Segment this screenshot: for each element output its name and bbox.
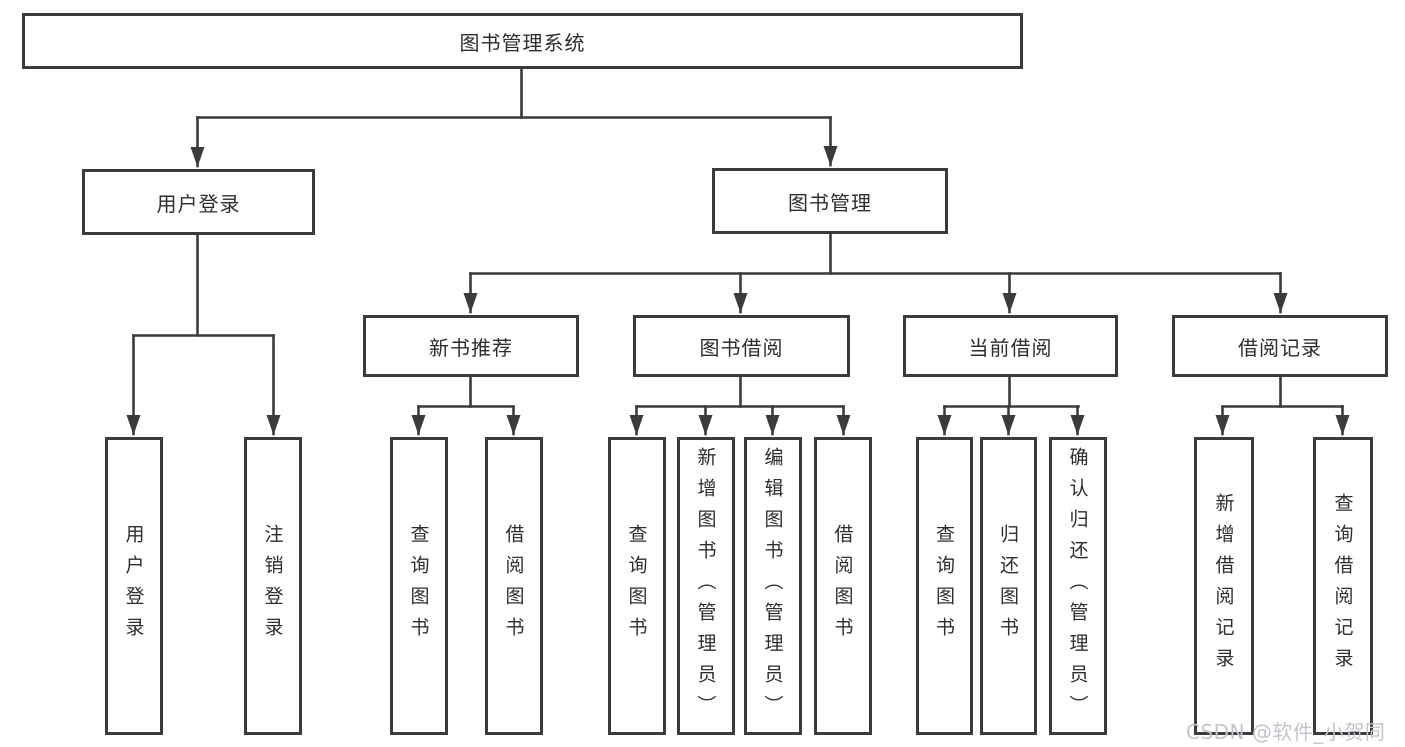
leaf-query-books-recommend: 查询图书 (390, 437, 448, 735)
node-label: 确认归还（管理员） (1066, 446, 1089, 726)
leaf-add-borrow-record: 新增借阅记录 (1194, 437, 1254, 735)
node-label: 借阅图书 (831, 524, 854, 648)
leaf-edit-books-admin: 编辑图书（管理员） (744, 437, 802, 735)
node-label: 借阅记录 (1238, 335, 1322, 360)
node-borrowing-records: 借阅记录 (1172, 315, 1388, 377)
node-label: 查询图书 (933, 524, 955, 648)
node-book-borrowing: 图书借阅 (633, 315, 850, 377)
leaf-query-books-current: 查询图书 (916, 437, 973, 735)
node-label: 用户登录 (156, 191, 241, 216)
node-label: 图书管理系统 (459, 30, 586, 55)
node-label: 新增图书（管理员） (694, 446, 717, 726)
node-new-book-recommendation: 新书推荐 (363, 315, 579, 377)
leaf-query-borrow-record: 查询借阅记录 (1313, 437, 1373, 735)
leaf-borrow-books: 借阅图书 (814, 437, 872, 735)
node-label: 当前借阅 (968, 335, 1053, 360)
node-label: 查询图书 (407, 524, 430, 648)
node-label: 归还图书 (997, 524, 1019, 648)
node-label: 新增借阅记录 (1212, 493, 1235, 679)
leaf-borrow-books-recommend: 借阅图书 (485, 437, 543, 735)
node-current-borrowing: 当前借阅 (903, 315, 1118, 377)
leaf-confirm-return-admin: 确认归还（管理员） (1049, 437, 1107, 735)
node-label: 用户登录 (122, 524, 145, 648)
node-label: 图书借阅 (699, 335, 784, 360)
csdn-watermark: CSDN @软件_小贺同学 (1186, 720, 1386, 744)
node-label: 借阅图书 (502, 524, 525, 648)
leaf-return-books: 归还图书 (980, 437, 1037, 735)
node-label: 编辑图书（管理员） (761, 446, 784, 726)
leaf-logout: 注销登录 (244, 437, 302, 735)
node-label: 新书推荐 (429, 335, 513, 360)
node-label: 查询图书 (625, 524, 648, 648)
node-label: 注销登录 (261, 524, 284, 648)
node-book-management: 图书管理 (712, 168, 948, 234)
node-user-login: 用户登录 (82, 169, 315, 235)
node-label: 图书管理 (788, 190, 872, 215)
node-root-library-system: 图书管理系统 (22, 13, 1023, 69)
leaf-add-books-admin: 新增图书（管理员） (677, 437, 735, 735)
node-label: 查询借阅记录 (1331, 493, 1354, 679)
leaf-user-login: 用户登录 (105, 437, 163, 735)
leaf-query-books-borrowing: 查询图书 (608, 437, 666, 735)
